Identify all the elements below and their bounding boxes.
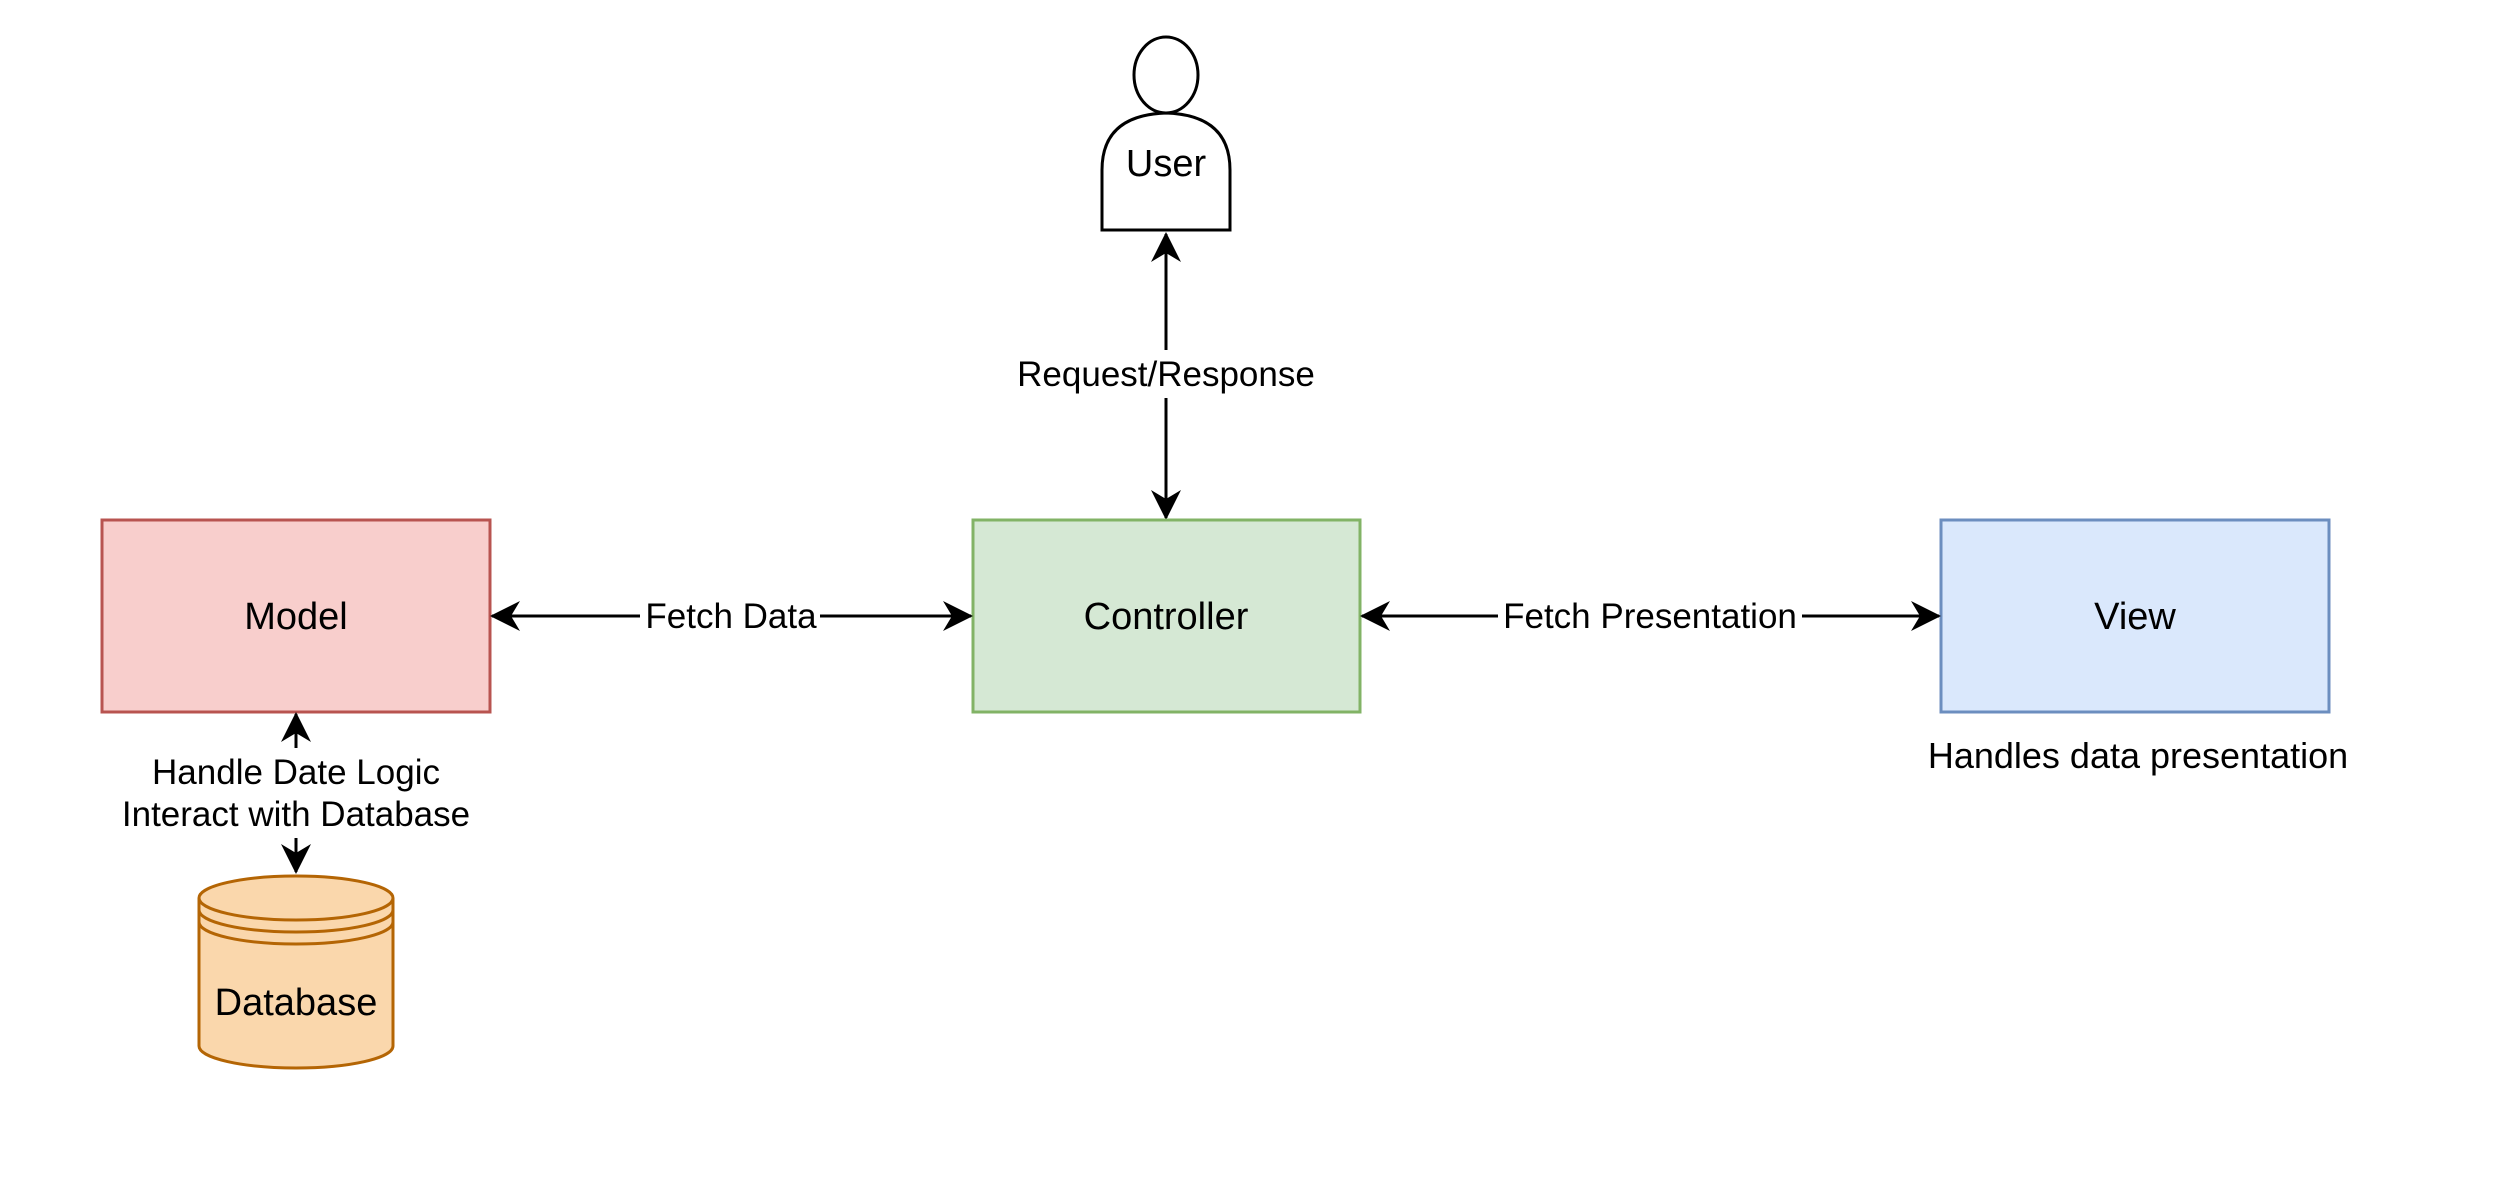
edge-controller-view-label: Fetch Presentation <box>1503 597 1797 636</box>
edge-controller-view: Fetch Presentation <box>1360 597 1941 636</box>
user-actor[interactable]: User <box>1100 35 1232 232</box>
model-node[interactable]: Model <box>100 518 492 714</box>
controller-label: Controller <box>1084 596 1249 638</box>
edge-model-controller: Fetch Data <box>490 597 973 636</box>
database-ring-1 <box>197 909 395 934</box>
edge-model-database: Handle Date Logic Interact with Database <box>122 712 470 874</box>
view-node[interactable]: View <box>1939 518 2331 714</box>
database-label: Database <box>215 982 378 1024</box>
edge-user-controller: Request/Response <box>1017 232 1315 520</box>
user-head-icon <box>1132 35 1200 115</box>
view-label: View <box>2094 596 2176 638</box>
edge-model-controller-label: Fetch Data <box>645 597 817 636</box>
user-body-icon <box>1100 111 1232 232</box>
model-box <box>100 518 492 714</box>
database-ring-2 <box>197 921 395 946</box>
user-label: User <box>1126 143 1207 185</box>
edge-model-database-label-line1: Handle Date Logic <box>152 753 440 792</box>
edge-user-controller-label: Request/Response <box>1017 355 1315 394</box>
view-note: Handles data presentation <box>1928 735 2348 776</box>
database-node[interactable]: Database <box>197 874 395 1070</box>
database-top <box>197 874 395 922</box>
controller-node[interactable]: Controller <box>971 518 1362 714</box>
model-label: Model <box>244 596 348 638</box>
view-box <box>1939 518 2331 714</box>
edge-model-database-label-line2: Interact with Database <box>122 795 470 834</box>
